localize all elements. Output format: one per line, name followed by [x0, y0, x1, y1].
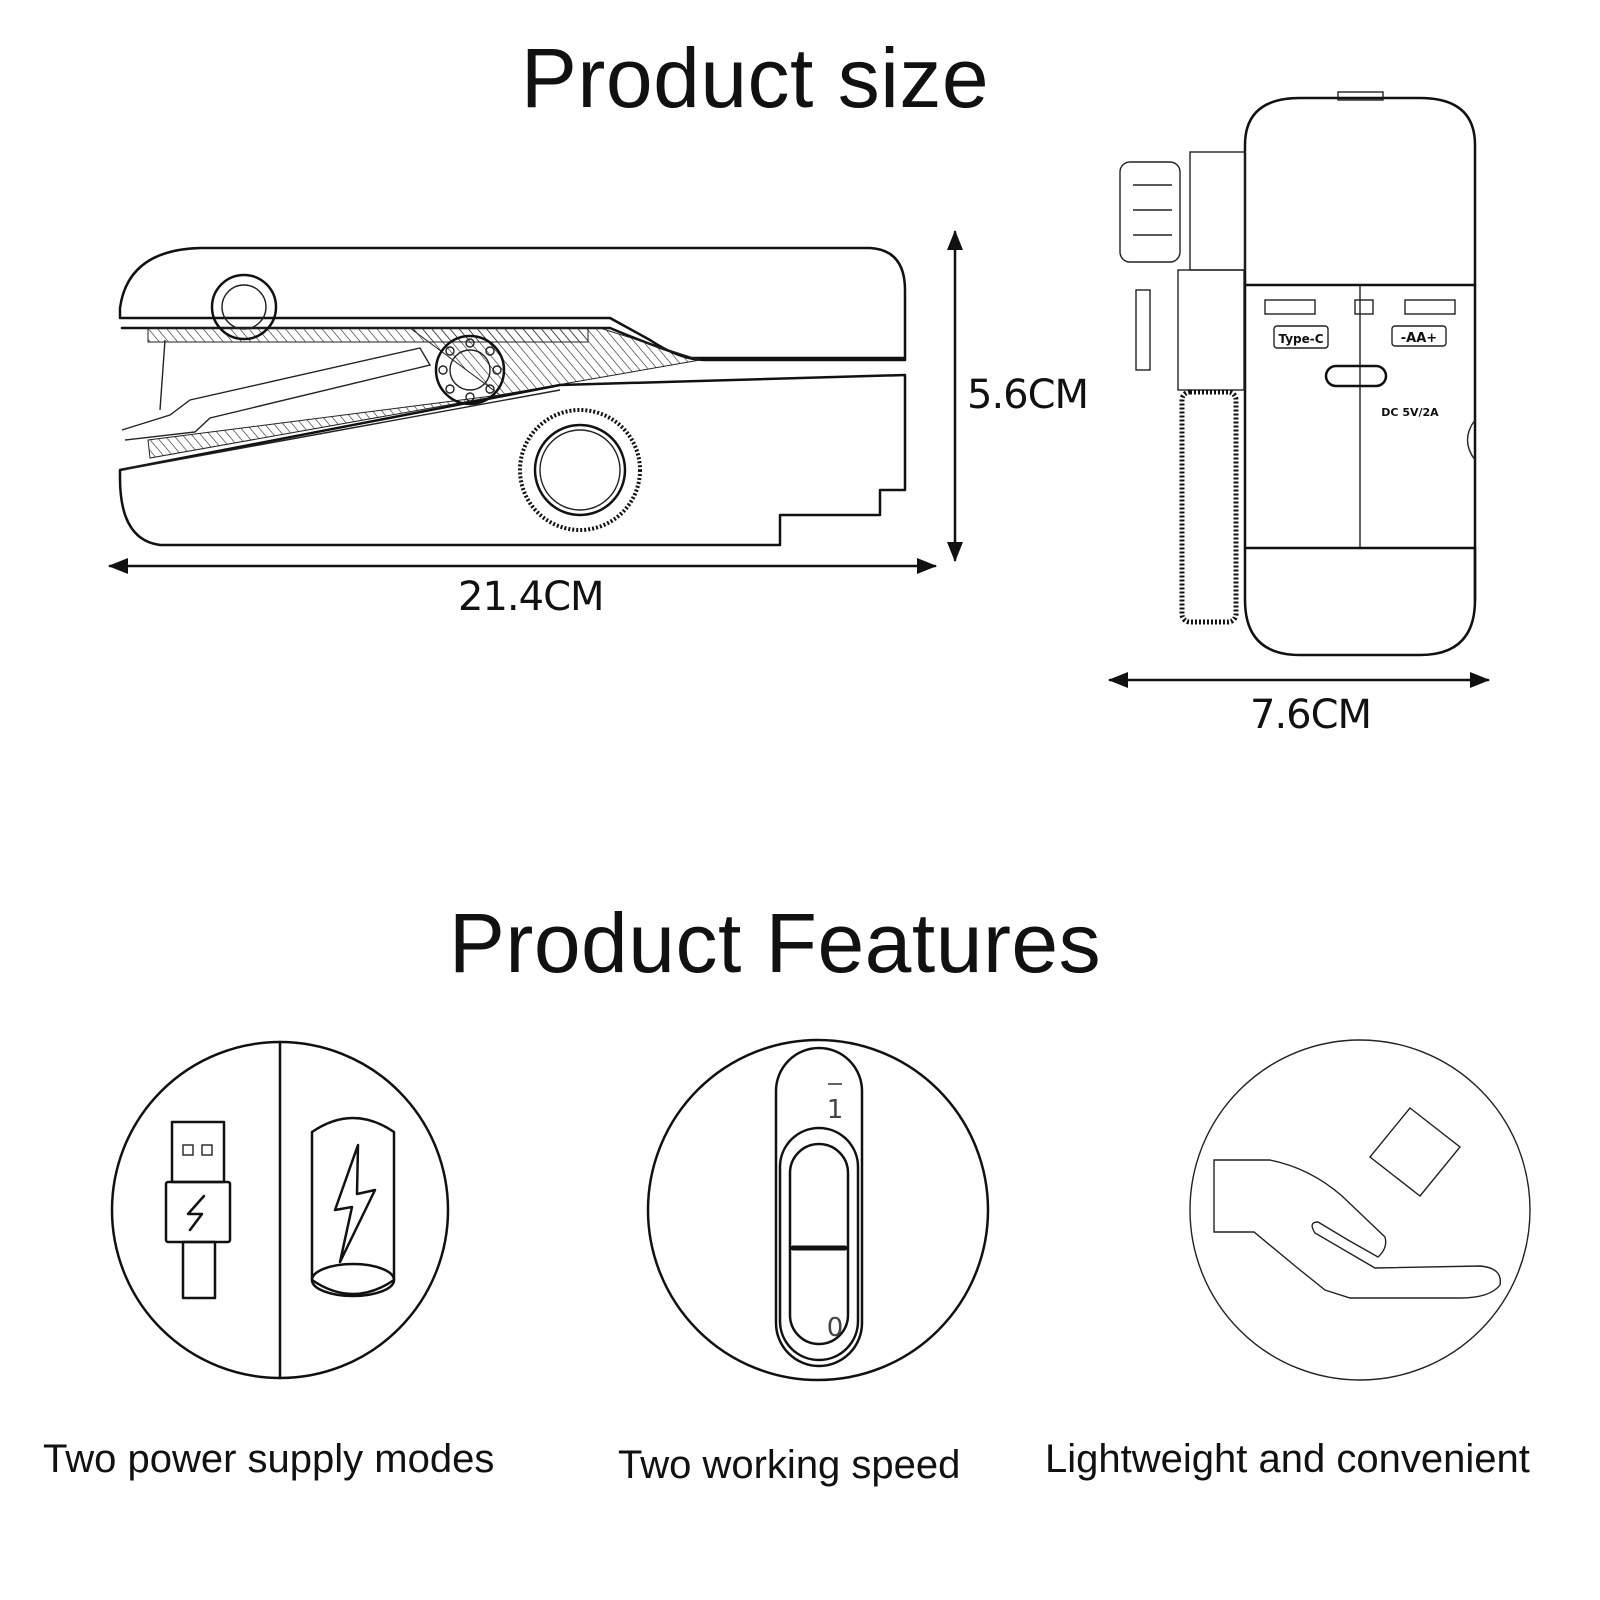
type-c-label: Type-C	[1278, 332, 1323, 346]
speed-mark-0: 0	[827, 1313, 844, 1343]
product-features-title: Product Features	[448, 896, 1102, 990]
side-view-drawing	[108, 230, 963, 574]
feature-caption-lightweight: Lightweight and convenient	[1045, 1437, 1530, 1481]
side-height-label: 5.6CM	[967, 372, 1089, 418]
power-rating-label: DC 5V/2A	[1381, 406, 1439, 419]
speed-mark-1: 1	[827, 1095, 844, 1125]
usb-battery-icon	[110, 1040, 450, 1380]
battery-polarity-label: -AA+	[1401, 331, 1437, 346]
feature-caption-speed: Two working speed	[618, 1443, 961, 1487]
hand-lightweight-icon	[1189, 1039, 1531, 1381]
front-width-label: 7.6CM	[1250, 692, 1372, 738]
side-length-label: 21.4CM	[458, 574, 605, 620]
front-view-drawing: Type-C -AA+ DC 5V/2A	[1108, 91, 1490, 688]
product-size-title: Product size	[520, 31, 990, 125]
speed-switch-icon: 1 0	[646, 1038, 990, 1382]
feature-caption-power: Two power supply modes	[43, 1437, 495, 1481]
